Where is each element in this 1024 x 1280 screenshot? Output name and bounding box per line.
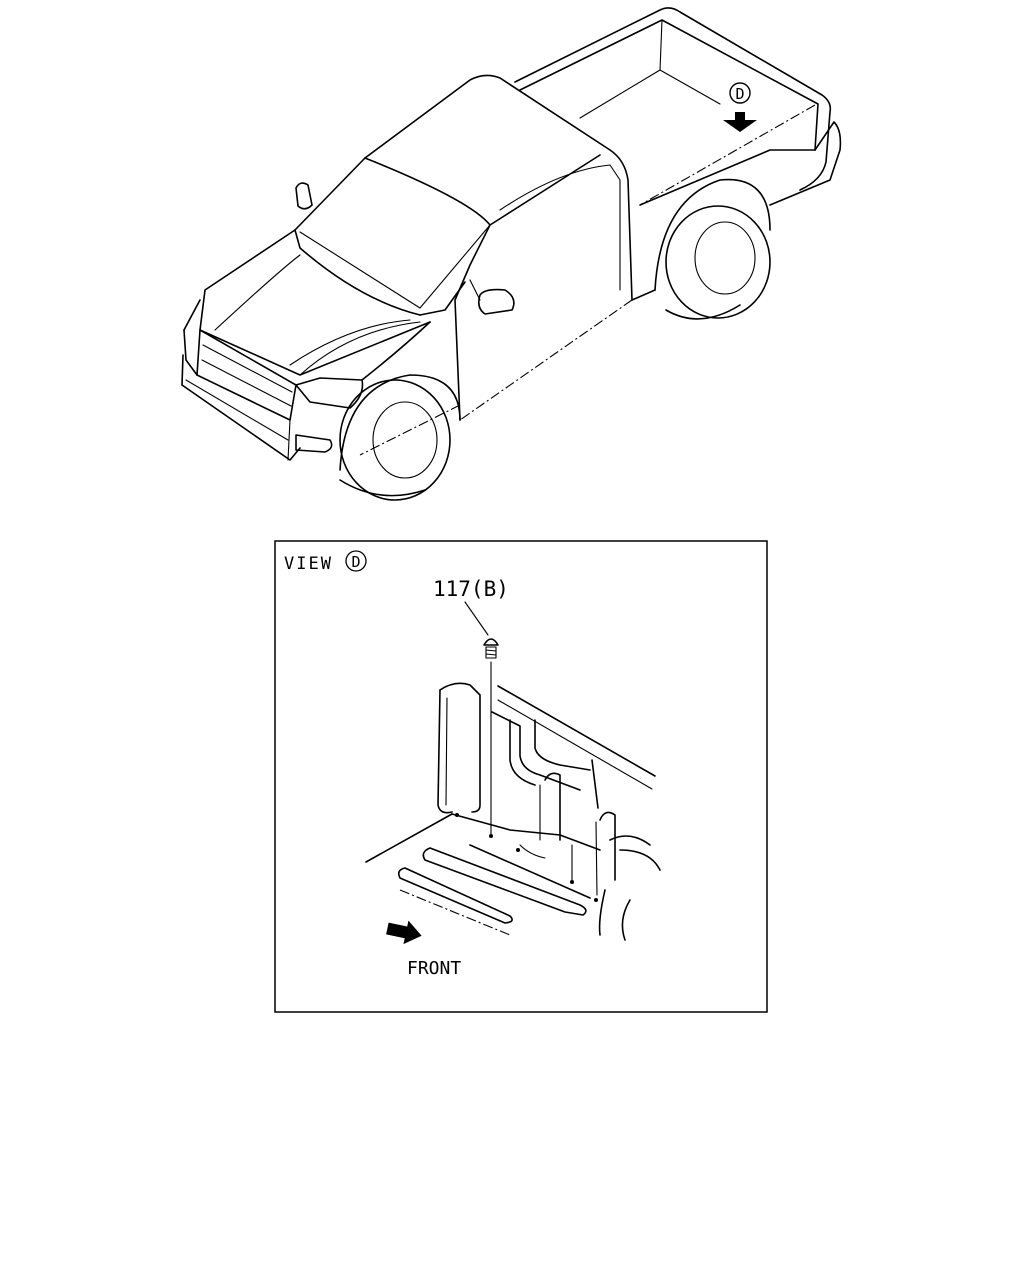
part-number-label: 117(B) — [433, 577, 509, 601]
front-label: FRONT — [407, 958, 461, 979]
view-label: VIEW — [284, 554, 333, 574]
callout-circle — [729, 82, 751, 104]
front-arrow-icon — [386, 920, 422, 945]
bed-floor-detail — [365, 682, 661, 941]
leader-line — [464, 601, 489, 636]
view-frame — [274, 540, 768, 1013]
view-d-callout: D — [723, 82, 757, 132]
callout-letter-top: D — [735, 85, 744, 103]
view-letter-circle — [345, 550, 367, 572]
pickup-truck-illustration — [181, 7, 842, 501]
bolt-icon — [483, 638, 499, 659]
down-arrow-icon — [723, 112, 757, 132]
view-letter: D — [351, 553, 360, 571]
